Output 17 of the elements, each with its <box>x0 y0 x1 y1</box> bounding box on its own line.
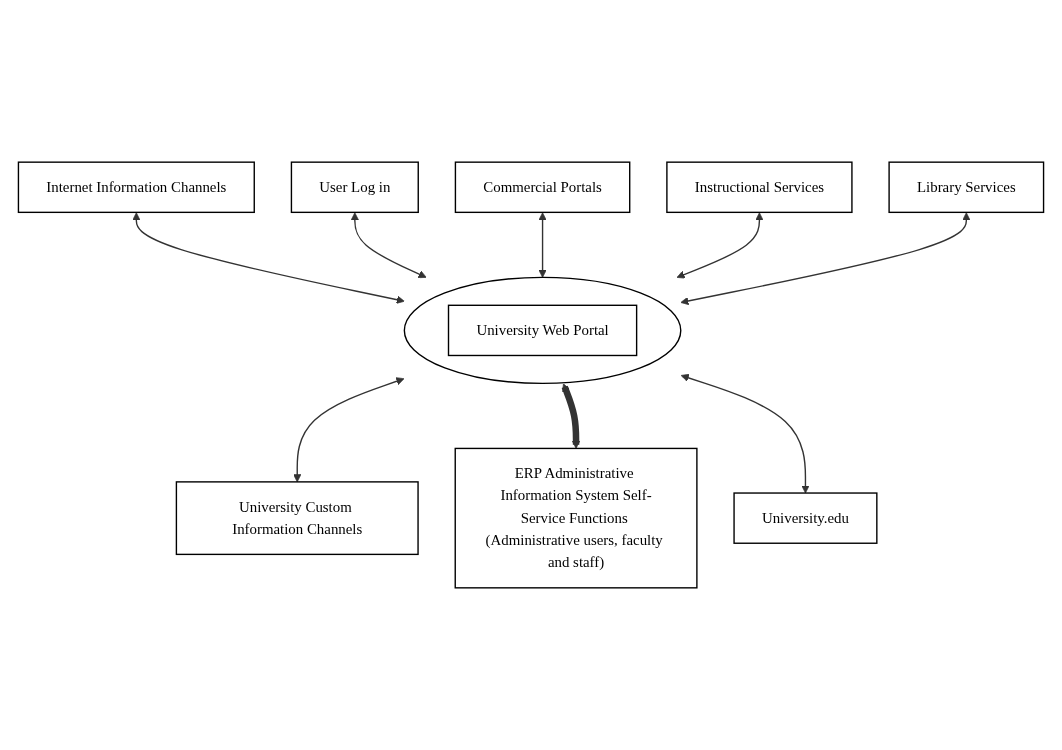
node-box: University Web Portal <box>447 304 638 357</box>
arrow <box>293 377 405 483</box>
node-box: University Custom Information Channels <box>175 481 419 556</box>
node-box: ERP Administrative Information System Self-Service Functions (Administrative users, faculty and staff) <box>454 447 698 589</box>
arrow <box>676 212 764 279</box>
node-box: Library Services <box>888 161 1045 214</box>
node-box: Commercial Portals <box>454 161 631 214</box>
node-box: University.edu <box>733 492 878 544</box>
arrow <box>132 212 405 304</box>
node-box: Internet Information Channels <box>17 161 255 214</box>
arrow <box>680 373 810 494</box>
node-box: User Log in <box>290 161 419 214</box>
node-box: Instructional Services <box>666 161 853 214</box>
arrow <box>561 383 581 449</box>
arrow <box>350 212 427 279</box>
arrow <box>538 212 547 278</box>
arrow <box>680 212 971 306</box>
